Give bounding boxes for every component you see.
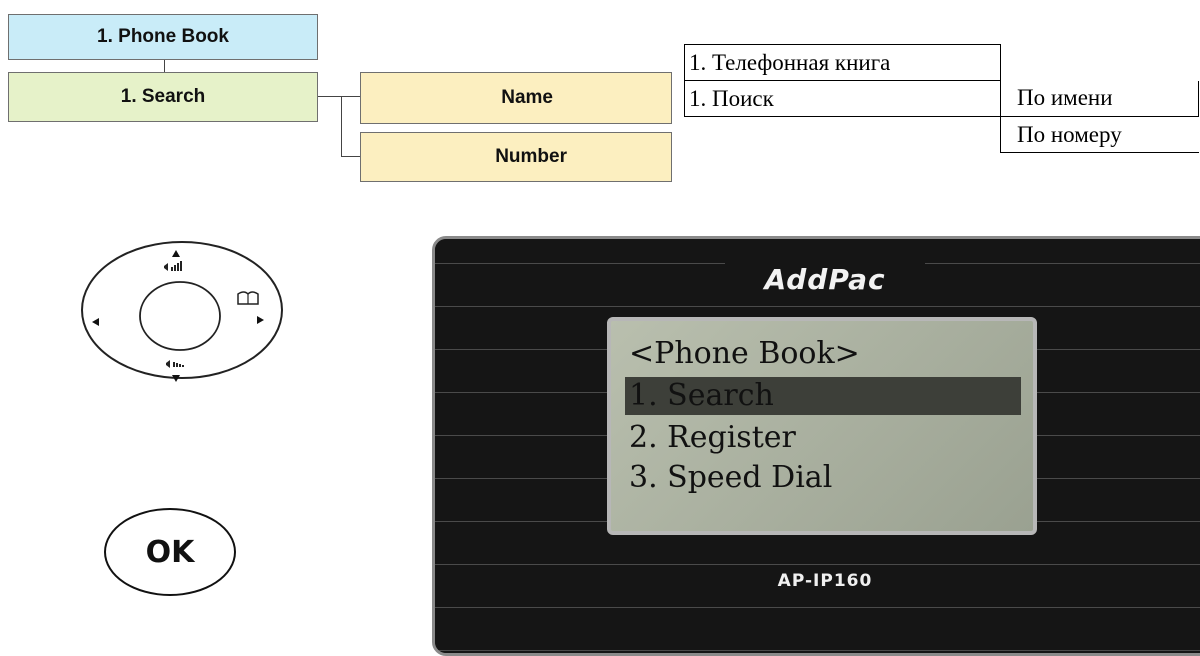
model-label: AP-IP160 — [735, 571, 915, 591]
volume-down-icon — [166, 360, 184, 368]
brand-logo: AddPac — [725, 263, 925, 296]
left-arrow-icon[interactable] — [92, 318, 99, 326]
connector-line — [341, 156, 360, 157]
lcd-menu-item-speed-dial[interactable]: 3. Speed Dial — [629, 460, 833, 495]
ok-button-label: OK — [145, 534, 195, 570]
connector-line — [341, 96, 342, 156]
connector-line — [318, 96, 360, 97]
table-cell-by-number: По номеру — [1000, 116, 1199, 153]
nav-pad[interactable] — [78, 236, 288, 386]
phone-panel: AddPac <Phone Book> 1. Search 2. Registe… — [432, 236, 1200, 656]
volume-up-icon — [164, 261, 182, 271]
lcd-screen: <Phone Book> 1. Search 2. Register 3. Sp… — [607, 317, 1037, 535]
nav-pad-center-button[interactable] — [139, 281, 221, 351]
table-cell-search: 1. Поиск — [684, 80, 1001, 117]
option-name-box: Name — [360, 72, 672, 124]
lcd-title: <Phone Book> — [629, 336, 860, 371]
up-arrow-icon[interactable] — [172, 250, 180, 257]
menu-search-box: 1. Search — [8, 72, 318, 122]
connector-line — [164, 60, 165, 72]
translation-table: 1. Телефонная книга 1. Поиск По имени По… — [684, 44, 1199, 153]
lcd-menu-item-search[interactable]: 1. Search — [625, 377, 1021, 415]
option-number-box: Number — [360, 132, 672, 182]
table-cell-phone-book: 1. Телефонная книга — [684, 44, 1001, 81]
table-cell-by-name: По имени — [1000, 80, 1199, 117]
right-arrow-icon[interactable] — [257, 316, 264, 324]
lcd-menu-item-register[interactable]: 2. Register — [629, 420, 796, 455]
down-arrow-icon[interactable] — [172, 375, 180, 382]
menu-phone-book-box: 1. Phone Book — [8, 14, 318, 60]
phone-book-icon — [237, 291, 259, 305]
ok-button[interactable]: OK — [104, 508, 236, 596]
